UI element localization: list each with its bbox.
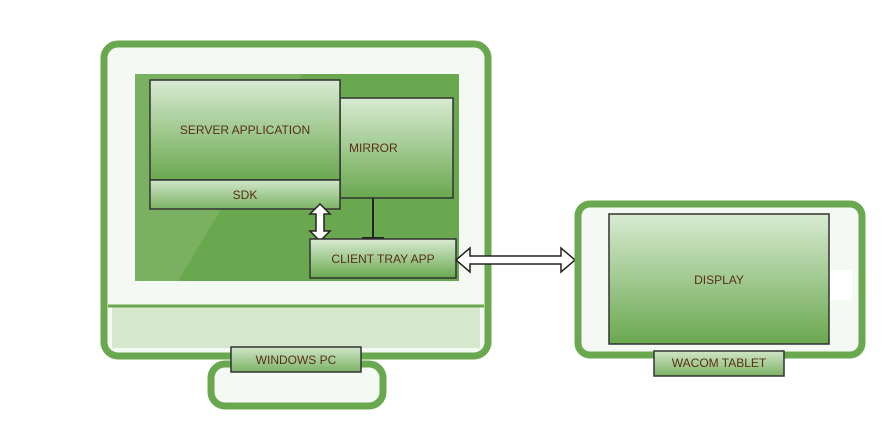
wacom-tablet-label-box: WACOM TABLET [653,350,785,377]
display-label: DISPLAY [694,273,744,287]
windows-pc-label: WINDOWS PC [256,353,337,367]
monitor-chin [112,306,480,348]
client-tray-app-label: CLIENT TRAY APP [331,252,434,266]
sdk-label: SDK [233,188,258,202]
sdk-box: SDK [149,179,341,210]
client-tray-app-box: CLIENT TRAY APP [309,238,457,279]
wacom-tablet-label: WACOM TABLET [672,356,767,370]
windows-pc-label-box: WINDOWS PC [230,346,362,373]
server-application-box: SERVER APPLICATION [149,79,341,181]
wacom-tablet: DISPLAY [574,200,866,359]
server-application-label: SERVER APPLICATION [180,123,310,137]
mirror-label: MIRROR [349,141,398,155]
display-screen [608,213,830,345]
mirror-box: MIRROR [339,97,454,199]
